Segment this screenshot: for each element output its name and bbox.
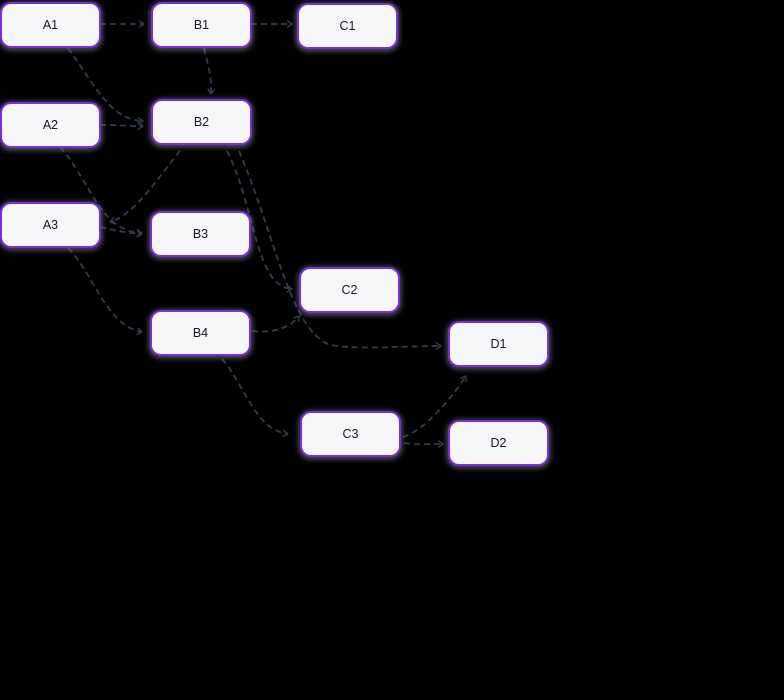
node-D1[interactable]: D1 [448,321,549,367]
node-C3[interactable]: C3 [300,411,401,457]
edge-B4-C2[interactable] [251,315,300,333]
node-C2[interactable]: C2 [299,267,400,313]
edge-A3-B4[interactable] [67,247,143,335]
node-B1[interactable]: B1 [151,2,252,48]
edge-A1-B2[interactable] [67,47,144,125]
node-A1[interactable]: A1 [0,2,101,48]
node-label-A1: A1 [42,18,59,32]
node-label-B4: B4 [192,326,209,340]
node-A2[interactable]: A2 [0,102,101,148]
node-label-A2: A2 [42,118,59,132]
node-label-C1: C1 [339,19,356,33]
node-label-D2: D2 [490,436,507,450]
node-label-A3: A3 [42,218,59,232]
node-label-B2: B2 [193,115,210,129]
edge-A2-B2[interactable] [99,122,144,130]
edge-B4-C3[interactable] [221,358,289,438]
node-label-D1: D1 [490,337,507,351]
edge-B2-C2[interactable] [226,150,293,293]
node-B4[interactable]: B4 [150,310,251,356]
node-label-B3: B3 [192,227,209,241]
edge-B2-D1[interactable] [238,150,442,350]
node-C1[interactable]: C1 [297,3,398,49]
node-B3[interactable]: B3 [150,211,251,257]
edge-B1-B2[interactable] [203,47,216,95]
node-A3[interactable]: A3 [0,202,101,248]
edge-A3-B3[interactable] [99,226,143,238]
node-label-C2: C2 [341,283,358,297]
edge-A2-B3[interactable] [59,146,143,237]
node-D2[interactable]: D2 [448,420,549,466]
node-label-C3: C3 [342,427,359,441]
edge-C3-D2[interactable] [403,440,444,448]
node-B2[interactable]: B2 [151,99,252,145]
edge-C3-D1[interactable] [402,375,467,438]
node-label-B1: B1 [193,18,210,32]
edge-B2-A3[interactable] [109,150,181,225]
